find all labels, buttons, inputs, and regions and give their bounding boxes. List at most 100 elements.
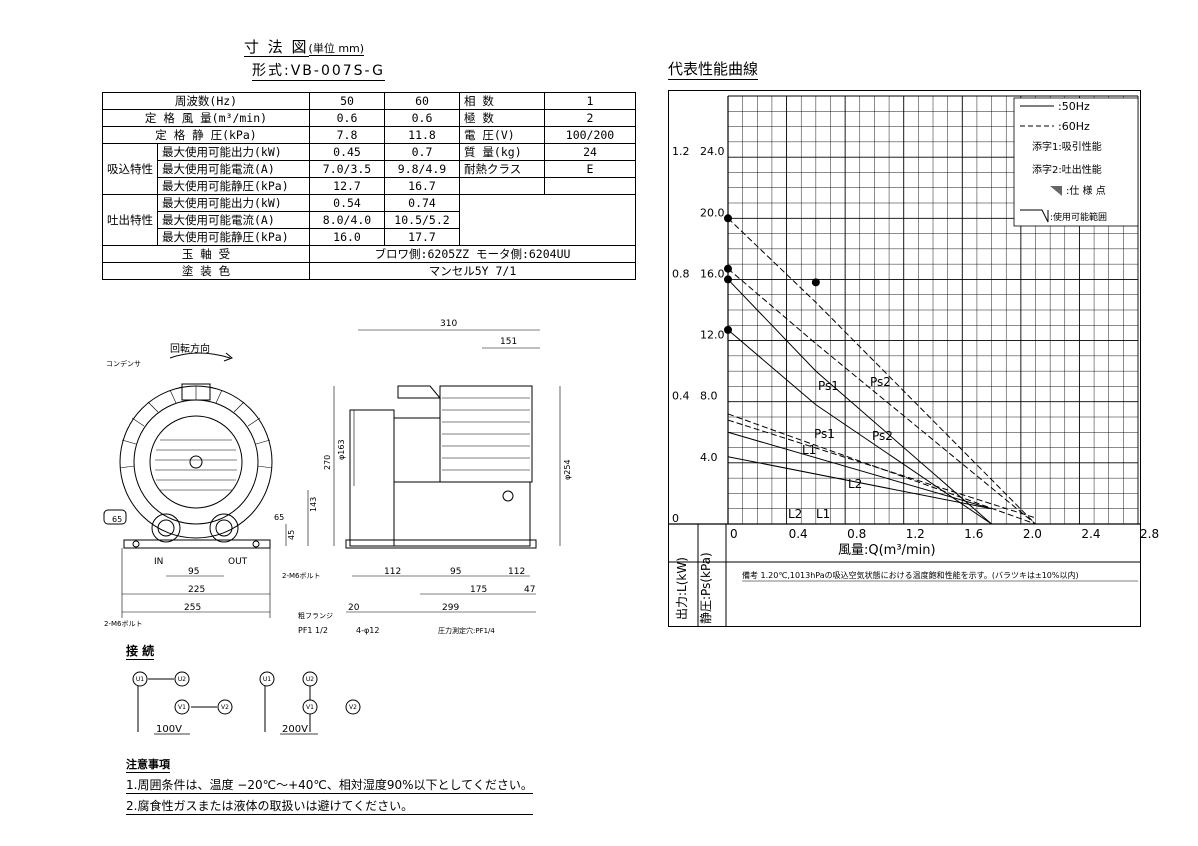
shaft — [189, 455, 203, 469]
side-base — [345, 539, 537, 549]
chart-title: 代表性能曲線 — [668, 60, 759, 80]
fan-ribs — [119, 386, 273, 469]
x-axis-label: 風量:Q(m³/min) — [838, 543, 936, 558]
dim-95a: 95 — [188, 567, 199, 577]
terminal-v1 — [302, 699, 318, 715]
curve-label-l1: L1 — [802, 443, 816, 457]
cell: 定 格 静 圧(kPa) — [102, 126, 310, 144]
x-tick-label: 1.2 — [906, 527, 925, 541]
outlet-port-bore — [215, 519, 233, 537]
terminal-u1 — [132, 671, 148, 687]
terminal-v1 — [174, 699, 190, 715]
dim-112a: 112 — [384, 567, 401, 577]
dim-47: 47 — [524, 585, 535, 595]
l-tick-label: 0.8 — [672, 267, 690, 280]
rotation-label: 回転方向 — [170, 342, 210, 355]
cell: 最大使用可能電流(A) — [157, 160, 310, 178]
curve-label-l1b: L1 — [816, 507, 830, 521]
base-foot — [123, 539, 271, 549]
cell: 極 数 — [459, 109, 545, 127]
cell: 12.7 — [309, 177, 385, 195]
m6-bolt-b: 2-M6ボルト — [104, 620, 142, 628]
wiring-diagram: U1 U2 V1 V2 U1 U2 V1 V2 100V 200V — [132, 671, 361, 735]
legend-50hz: :50Hz — [1058, 100, 1090, 113]
terminal-label: U2 — [178, 676, 186, 683]
inlet-port — [151, 513, 181, 543]
ps-axis-label: 静圧:Ps(kPa) — [699, 552, 713, 624]
pressure-port — [502, 490, 514, 502]
pf-label: PF1 1/2 — [298, 626, 328, 635]
terminal-u1 — [259, 671, 275, 687]
bolt — [252, 540, 260, 548]
cell: 最大使用可能静圧(kPa) — [157, 228, 310, 246]
terminal-v2 — [217, 699, 233, 715]
in-label: IN — [154, 557, 163, 567]
cell: 100/200 — [544, 126, 636, 144]
legend-suffix2: 添字2:吐出性能 — [1032, 163, 1102, 176]
motor-cover — [149, 415, 243, 509]
l-tick-label: 0 — [672, 512, 679, 525]
drawing-title-unit: (単位 mm) — [308, 42, 365, 56]
drawing-title-text: 寸 法 図 — [244, 38, 309, 57]
x-tick-label: 0.8 — [847, 527, 866, 541]
x-tick-label: 2.8 — [1140, 527, 1159, 541]
curve-start-dot — [724, 275, 732, 284]
note-2: 2.腐食性ガスまたは液体の取扱いは避けてください。 — [126, 797, 533, 815]
curve-start-dot — [724, 214, 732, 223]
dim-255: 255 — [184, 603, 201, 613]
spec-table: 周波数(Hz) 50 60 相 数 1 定 格 風 量(m³/min) 0.6 … — [102, 92, 636, 280]
dim-95b: 95 — [450, 567, 461, 577]
side-fins — [442, 397, 530, 471]
dim-225: 225 — [188, 585, 205, 595]
cell — [544, 177, 636, 195]
x-tick-label: 2.4 — [1081, 527, 1100, 541]
cell: 電 圧(V) — [459, 126, 545, 144]
cell: 耐熱クラス — [459, 160, 545, 178]
cell: 8.0/4.0 — [309, 211, 385, 229]
dim-175: 175 — [470, 585, 487, 595]
x-tick-label: 2.0 — [1023, 527, 1042, 541]
rotation-arrow — [169, 352, 231, 359]
curve-ps1-60hz — [727, 268, 1036, 525]
cell: 2 — [544, 109, 636, 127]
cell: 9.8/4.9 — [384, 160, 460, 178]
curve-l2-50hz — [727, 456, 992, 510]
terminal-label: U1 — [263, 676, 271, 683]
terminal-label: V2 — [349, 704, 357, 711]
condenser-label: コンデンサ — [106, 359, 141, 368]
chart-legend: :50Hz :60Hz 添字1:吸引性能 添字2:吐出性能 :仕 様 点 :使用… — [1013, 97, 1139, 227]
cell: 16.7 — [384, 177, 460, 195]
dim-65b: 65 — [274, 513, 284, 522]
cell: 11.8 — [384, 126, 460, 144]
dim-151: 151 — [500, 337, 517, 347]
usable-range-icon — [1020, 209, 1049, 223]
cell — [459, 194, 636, 246]
terminal-u2 — [174, 671, 190, 687]
curve-ps1-50hz — [727, 329, 992, 525]
terminal-u2 — [302, 671, 318, 687]
wiring-title: 接 続 — [126, 644, 155, 660]
dim-112b: 112 — [508, 567, 525, 577]
l-tick-label: 1.2 — [672, 145, 690, 158]
cell: 0.45 — [309, 143, 385, 161]
dim-143: 143 — [309, 497, 318, 512]
cell: 吐出特性 — [102, 194, 158, 246]
cell: 周波数(Hz) — [102, 92, 310, 110]
inlet-port-bore — [157, 519, 175, 537]
notes-title: 注意事項 — [126, 758, 170, 773]
curve-ps2-60hz — [727, 217, 1036, 525]
bolt — [132, 540, 140, 548]
blower-side — [439, 385, 533, 483]
rotation-arrow-head — [223, 352, 233, 362]
cell: 定 格 風 量(m³/min) — [102, 109, 310, 127]
dim-45: 45 — [287, 530, 296, 540]
curve-label-ps1: Ps1 — [818, 379, 839, 393]
curve-label-ps1b: Ps1 — [814, 427, 835, 441]
legend-spec-point: :仕 様 点 — [1066, 184, 1106, 197]
spec-point-icon — [1050, 186, 1062, 196]
spec-dot — [811, 278, 820, 287]
curve-label-l2: L2 — [848, 477, 862, 491]
x-tick-label: 1.6 — [964, 527, 983, 541]
x-tick-label: 0.4 — [789, 527, 808, 541]
terminal-label: V1 — [306, 704, 314, 711]
